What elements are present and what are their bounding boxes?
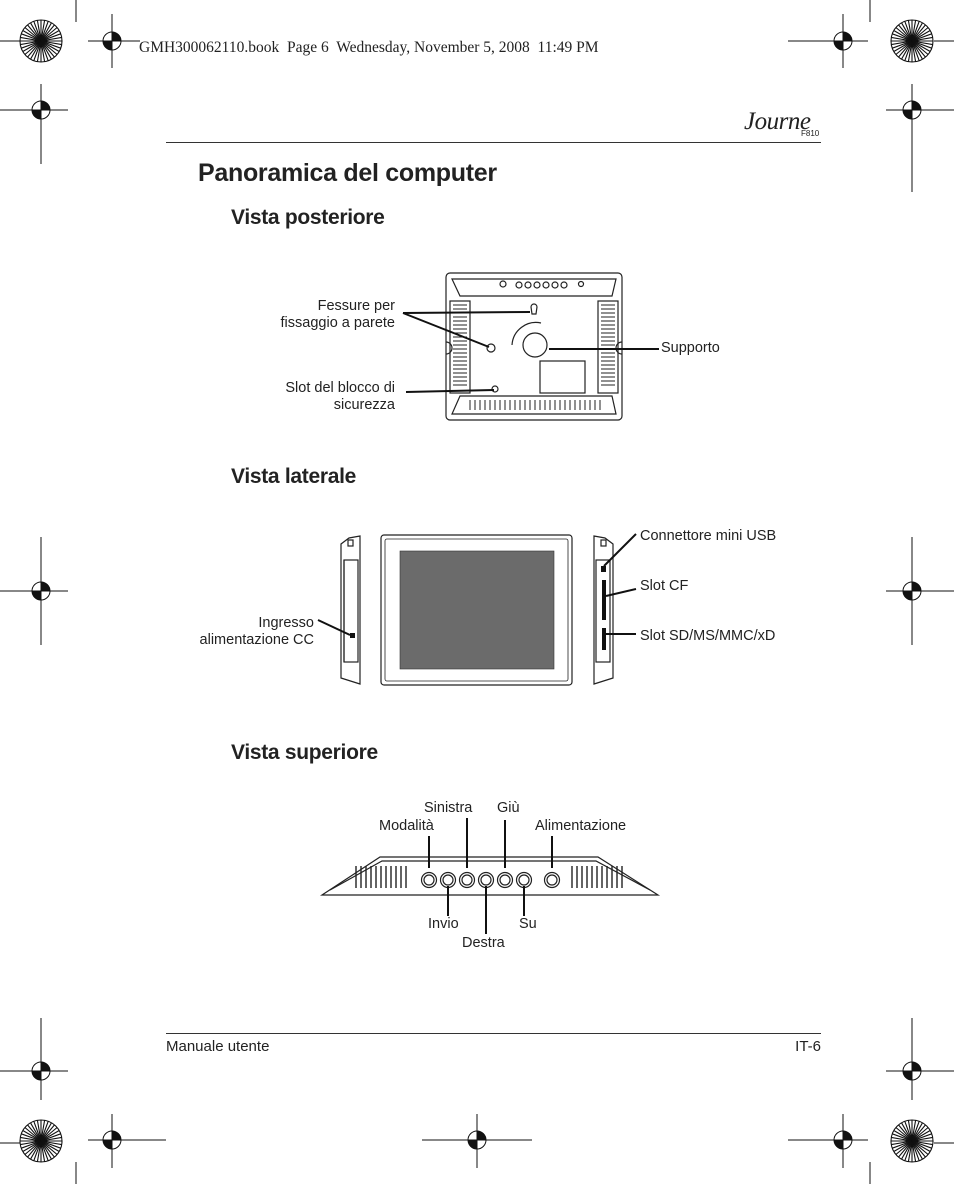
down-button-label: Giù (497, 800, 520, 816)
page-number: IT-6 (795, 1038, 821, 1055)
print-header: GMH300062110.book Page 6 Wednesday, Nove… (139, 39, 599, 56)
mini-usb-label: Connettore mini USB (640, 528, 777, 544)
cf-slot-label: Slot CF (640, 578, 689, 594)
security-lock-label: Slot del blocco di sicurezza (285, 380, 395, 413)
screen-panel (399, 550, 555, 670)
sd-slot-label: Slot SD/MS/MMC/xD (640, 628, 776, 644)
top-view-heading: Vista superiore (231, 741, 378, 764)
header-rule (166, 142, 821, 143)
stand-label: Supporto (661, 340, 720, 356)
right-button-label: Destra (462, 935, 505, 951)
brand-logo: Journe (744, 108, 811, 135)
wall-slots-label: Fessure per fissaggio a parete (280, 298, 395, 331)
up-button-label: Su (519, 916, 537, 932)
footer-manual-label: Manuale utente (166, 1038, 270, 1055)
footer-rule (166, 1033, 821, 1034)
enter-button-label: Invio (428, 916, 459, 932)
power-button-label: Alimentazione (535, 818, 627, 834)
page-title: Panoramica del computer (198, 159, 497, 187)
model-label: F810 (801, 129, 820, 138)
rear-view-heading: Vista posteriore (231, 206, 385, 229)
mode-button-label: Modalità (379, 818, 434, 834)
left-button-label: Sinistra (424, 800, 473, 816)
side-view-heading: Vista laterale (231, 465, 356, 488)
dc-input-label: Ingresso alimentazione CC (199, 615, 314, 648)
